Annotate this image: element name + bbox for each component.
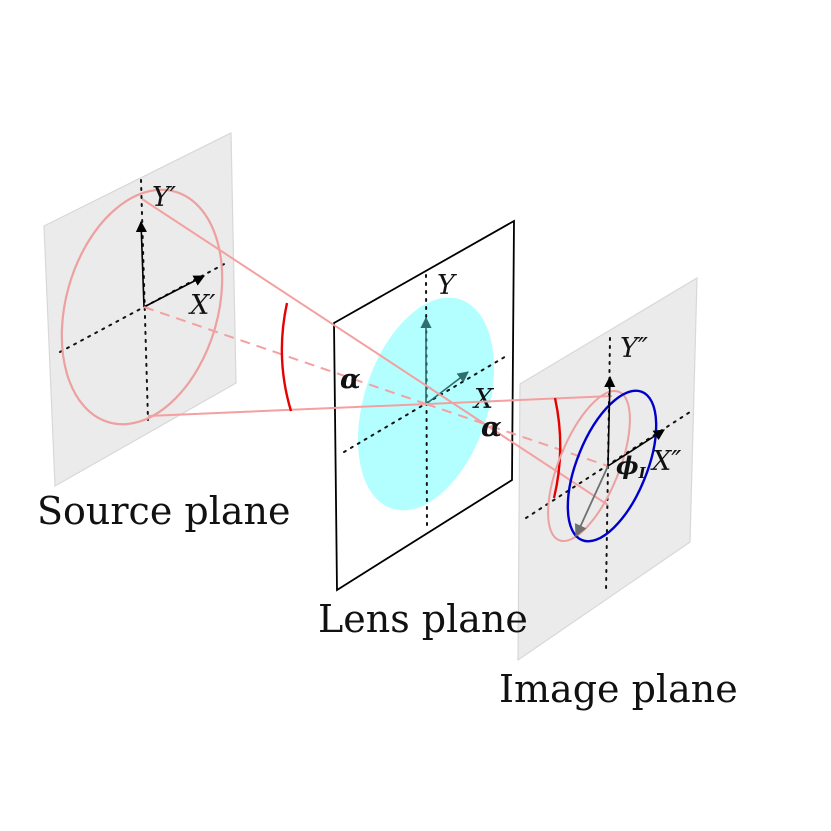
image-y-arrow xyxy=(604,375,616,467)
lens-plane-frame xyxy=(333,219,515,592)
lens-y-label: Y xyxy=(437,270,457,301)
lens-y-axis-dotted xyxy=(425,274,428,526)
source-ellipse xyxy=(60,188,224,426)
image-ellipses xyxy=(547,375,665,543)
image-y-label: Y″ xyxy=(620,333,648,364)
source-plane: Y′ X′ xyxy=(43,132,237,488)
source-y-label: Y′ xyxy=(152,182,176,213)
lens-plane: Y X xyxy=(333,219,515,592)
cone-bottom-ray xyxy=(147,395,613,417)
lens-x-label: X xyxy=(472,384,495,415)
source-plane-caption: Source plane xyxy=(37,489,291,533)
image-x-label: X″ xyxy=(650,446,681,477)
phi-label: ϕI xyxy=(616,451,647,482)
image-gray-arrow xyxy=(574,465,609,538)
cone-top-ray xyxy=(141,198,609,506)
lens-plane-caption: Lens plane xyxy=(318,597,528,641)
image-x-arrow xyxy=(607,429,665,467)
phi-subscript: I xyxy=(638,464,647,482)
phi-symbol: ϕ xyxy=(616,451,639,480)
alpha-arc-source xyxy=(280,302,293,412)
image-ellipse xyxy=(566,389,658,543)
image-source-ellipse-faint xyxy=(547,389,631,543)
source-y-arrow xyxy=(135,220,147,308)
alpha-label-image: α xyxy=(481,412,502,443)
alpha-arc-image xyxy=(552,397,562,499)
image-plane-caption: Image plane xyxy=(499,667,738,711)
source-x-arrow xyxy=(143,275,205,308)
source-x-label: X′ xyxy=(188,290,215,321)
alpha-label-source: α xyxy=(340,364,361,395)
lens-x-arrow xyxy=(425,371,469,405)
